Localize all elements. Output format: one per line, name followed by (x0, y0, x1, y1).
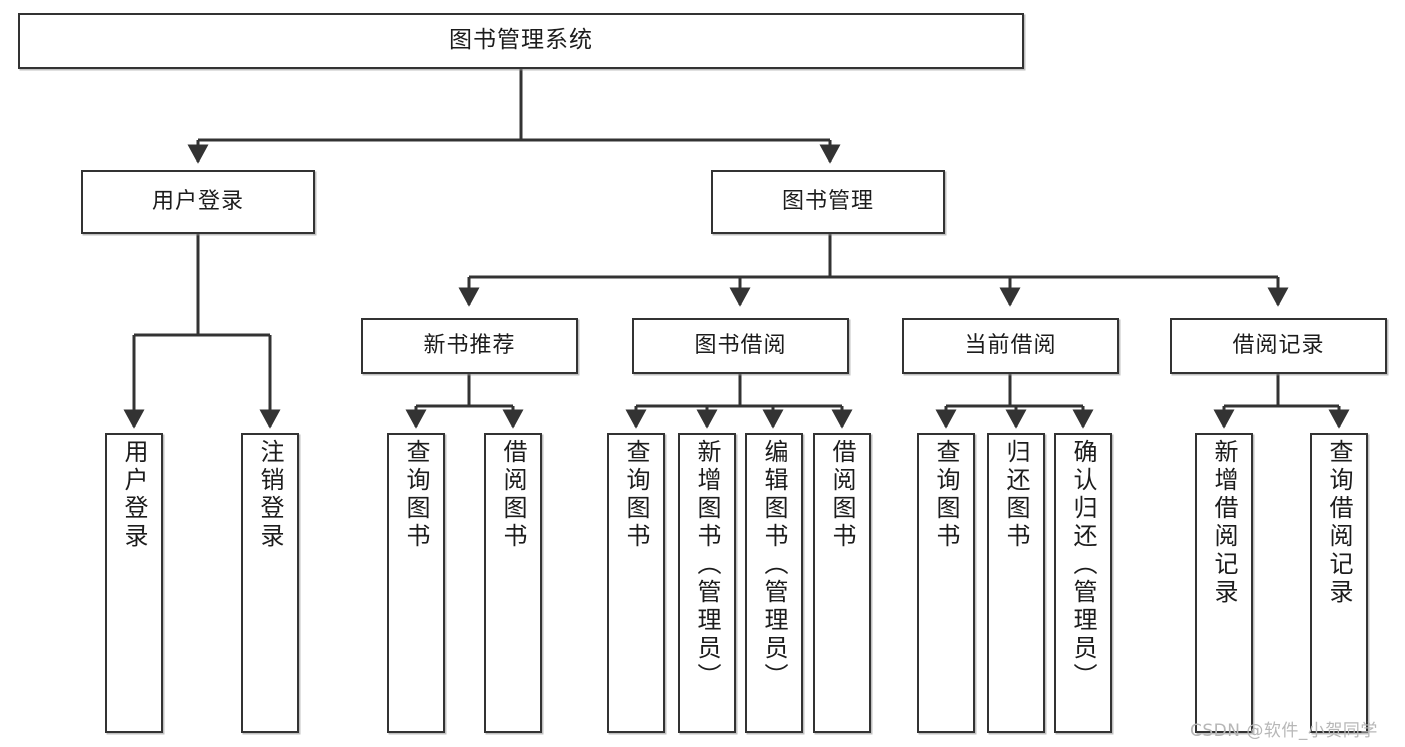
csdn-watermark: CSDN @软件_小贺同学 (1190, 721, 1378, 741)
node-book-borrow[interactable]: 图书借阅 (632, 318, 849, 374)
leaf-borrow-query-book[interactable]: 查询图书 (607, 433, 665, 733)
node-label: 用户登录 (120, 439, 148, 551)
node-label: 注销登录 (256, 439, 284, 551)
leaf-current-return-book[interactable]: 归还图书 (987, 433, 1045, 733)
node-label: 借阅图书 (499, 439, 527, 551)
node-label: 编辑图书（管理员） (760, 439, 788, 691)
node-label: 新增图书（管理员） (693, 439, 721, 691)
node-label: 当前借阅 (964, 333, 1057, 359)
node-label: 新增借阅记录 (1210, 439, 1238, 607)
leaf-record-query-borrow-record[interactable]: 查询借阅记录 (1310, 433, 1368, 733)
node-label: 查询借阅记录 (1325, 439, 1353, 607)
node-label: 图书管理 (781, 189, 874, 215)
node-user-login[interactable]: 用户登录 (81, 170, 315, 234)
node-label: 查询图书 (932, 439, 960, 551)
leaf-current-confirm-return-admin[interactable]: 确认归还（管理员） (1054, 433, 1112, 733)
node-new-book-recommend[interactable]: 新书推荐 (361, 318, 578, 374)
node-label: 图书借阅 (694, 333, 787, 359)
node-current-borrow[interactable]: 当前借阅 (902, 318, 1119, 374)
node-label: 查询图书 (622, 439, 650, 551)
leaf-recommend-query-book[interactable]: 查询图书 (387, 433, 445, 733)
node-label: 查询图书 (402, 439, 430, 551)
node-borrow-record[interactable]: 借阅记录 (1170, 318, 1387, 374)
leaf-borrow-add-book-admin[interactable]: 新增图书（管理员） (678, 433, 736, 733)
leaf-recommend-borrow-book[interactable]: 借阅图书 (484, 433, 542, 733)
node-label: 归还图书 (1002, 439, 1030, 551)
leaf-borrow-edit-book-admin[interactable]: 编辑图书（管理员） (745, 433, 803, 733)
leaf-current-query-book[interactable]: 查询图书 (917, 433, 975, 733)
leaf-borrow-borrow-book[interactable]: 借阅图书 (813, 433, 871, 733)
node-label: 新书推荐 (423, 333, 516, 359)
node-label: 用户登录 (151, 189, 244, 215)
leaf-user-logout[interactable]: 注销登录 (241, 433, 299, 733)
node-label: 图书管理系统 (449, 27, 593, 54)
node-label: 借阅图书 (828, 439, 856, 551)
node-label: 借阅记录 (1232, 333, 1325, 359)
node-label: 确认归还（管理员） (1069, 439, 1097, 691)
node-book-management[interactable]: 图书管理 (711, 170, 945, 234)
leaf-user-login[interactable]: 用户登录 (105, 433, 163, 733)
node-root-system[interactable]: 图书管理系统 (18, 13, 1024, 69)
leaf-record-add-borrow-record[interactable]: 新增借阅记录 (1195, 433, 1253, 733)
